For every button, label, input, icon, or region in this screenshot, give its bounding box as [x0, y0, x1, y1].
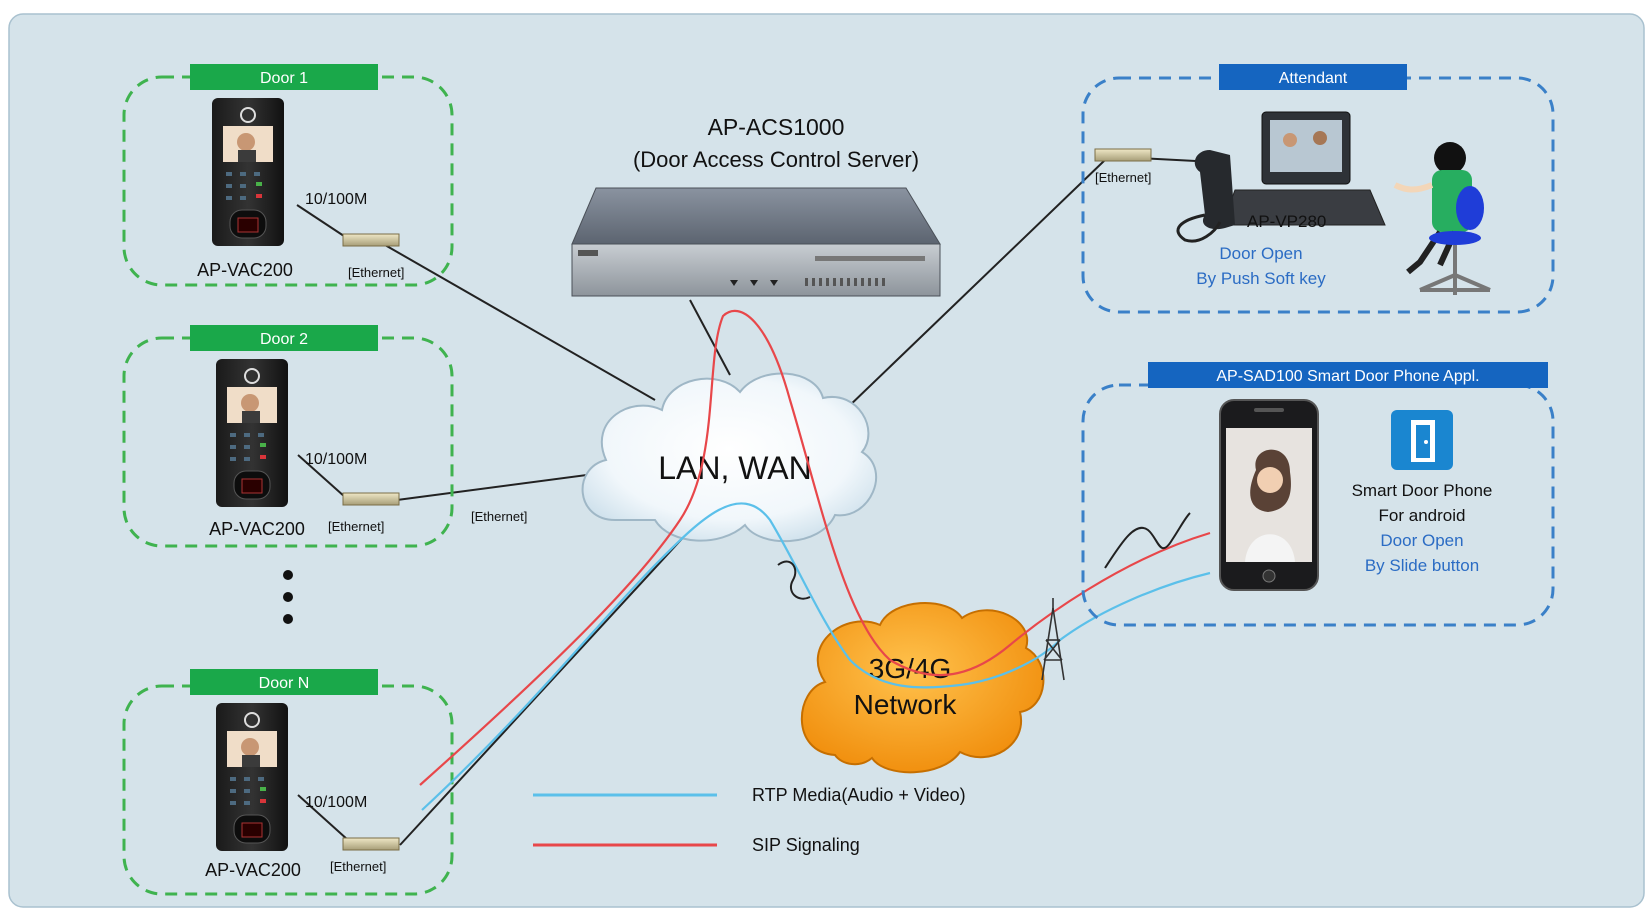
link-door1 [384, 244, 656, 401]
door-n-hub [342, 837, 400, 851]
wireless-signal-lan [777, 560, 811, 600]
legend-sip-label: SIP Signaling [752, 835, 860, 855]
door-2-speed: 10/100M [305, 451, 367, 468]
cell-tower-icon [1041, 598, 1065, 681]
link-attendant [844, 159, 1106, 411]
sip-signaling-lines [419, 310, 1211, 786]
app-line1: Smart Door Phone [1352, 481, 1493, 500]
door-1-ethernet: [Ethernet] [348, 265, 404, 280]
door-1-device-label: AP-VAC200 [197, 260, 293, 280]
door-1-device [212, 98, 284, 246]
door-n-device-label: AP-VAC200 [205, 860, 301, 880]
link-door1-terminal [296, 204, 351, 241]
attendant-box [1081, 76, 1555, 314]
door-2-title: Door 2 [260, 331, 308, 348]
lan-cloud-label: LAN, WAN [658, 450, 812, 486]
app-title: AP-SAD100 Smart Door Phone Appl. [1216, 368, 1479, 385]
app-action-line2: By Slide button [1365, 556, 1479, 575]
server-name: AP-ACS1000 [708, 114, 845, 140]
legend: RTP Media(Audio + Video) SIP Signaling [533, 785, 966, 855]
app-action-line1: Door Open [1380, 531, 1463, 550]
lan-cloud: LAN, WAN [581, 372, 878, 543]
door-2-device [216, 359, 288, 507]
app-line2: For android [1379, 506, 1466, 525]
attendant-action-line2: By Push Soft key [1196, 269, 1326, 288]
legend-rtp-label: RTP Media(Audio + Video) [752, 785, 966, 805]
door-2-header [190, 325, 378, 351]
door-1-hub [342, 233, 400, 247]
mobile-cloud-line2: Network [854, 689, 958, 720]
door-1-group: Door 1 10/100M AP-VAC200 [Ethernet] [122, 64, 454, 287]
attendant-title: Attendant [1279, 70, 1348, 87]
door-app-icon [1391, 410, 1453, 470]
attendant-header [1219, 64, 1407, 90]
link-door2-terminal [297, 454, 346, 498]
door-1-speed: 10/100M [305, 191, 367, 208]
door-n-title: Door N [259, 675, 310, 692]
app-group: AP-SAD100 Smart Door Phone Appl. Smart D… [1081, 362, 1555, 627]
server-group: AP-ACS1000 (Door Access Control Server) [571, 114, 941, 297]
door-n-ethernet: [Ethernet] [330, 859, 386, 874]
more-doors-ellipsis [283, 570, 293, 624]
smartphone-icon [1219, 399, 1319, 591]
app-header [1148, 362, 1548, 388]
server-description: (Door Access Control Server) [633, 147, 919, 172]
attendant-ethernet: [Ethernet] [1095, 170, 1151, 185]
server-box [571, 187, 941, 297]
attendant-person-icon [1393, 142, 1491, 295]
sip-line-door [419, 310, 1211, 786]
door-n-device [216, 703, 288, 851]
door-n-group: Door N 10/100M AP-VAC200 [Ethernet] [122, 669, 454, 896]
link-doorN-terminal [297, 794, 349, 841]
door-n-header [190, 669, 378, 695]
video-phone-icon [1176, 111, 1386, 243]
attendant-device-label: AP-VP280 [1247, 212, 1326, 231]
door-2-hub [342, 492, 400, 506]
wireless-signal-phone [1104, 512, 1191, 569]
attendant-action-line1: Door Open [1219, 244, 1302, 263]
link-doorN [399, 529, 691, 846]
door-1-header [190, 64, 378, 90]
door-1-title: Door 1 [260, 70, 308, 87]
lan-ethernet-label: [Ethernet] [471, 509, 527, 524]
door-2-group: Door 2 10/100M AP-VAC200 [Ethernet] [122, 325, 454, 548]
link-server [689, 299, 731, 376]
attendant-hub [1094, 148, 1152, 162]
door-n-speed: 10/100M [305, 794, 367, 811]
door-2-ethernet: [Ethernet] [328, 519, 384, 534]
attendant-group: Attendant [Ethernet] AP-VP280 Door Open … [1081, 64, 1555, 314]
door-2-device-label: AP-VAC200 [209, 519, 305, 539]
